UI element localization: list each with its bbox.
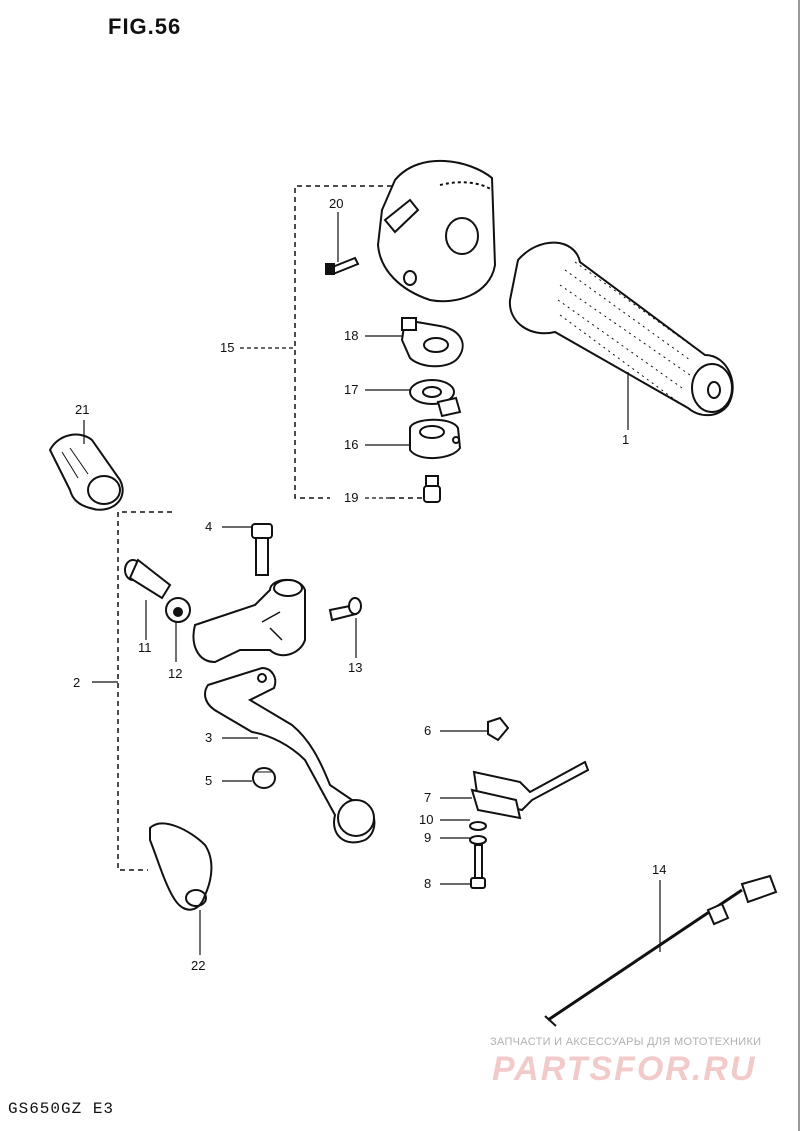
washer-part-10 (469, 821, 487, 831)
watermark-tagline: ЗАПЧАСТИ И АКСЕССУАРЫ ДЛЯ МОТОТЕХНИКИ (490, 1036, 762, 1048)
callout-21: 21 (75, 402, 90, 417)
callout-19: 19 (344, 490, 359, 505)
lever-cover-part-22 (149, 822, 213, 911)
callout-14: 14 (652, 862, 667, 877)
nut-part-12 (165, 597, 191, 623)
switch-housing-part (376, 159, 497, 303)
screw-part-19 (423, 475, 441, 503)
watermark-logo: PARTSFOR.RU (492, 1050, 757, 1088)
figure-title: FIG.56 (108, 14, 182, 39)
callout-20: 20 (329, 196, 344, 211)
clip-part-6 (487, 716, 510, 742)
part-18 (400, 317, 464, 368)
callout-4: 4 (205, 519, 213, 534)
washer-part-9 (469, 835, 487, 845)
callout-9: 9 (424, 830, 432, 845)
cable-part-14 (544, 874, 778, 1027)
screw-part-13 (328, 597, 362, 622)
callout-10: 10 (419, 812, 434, 827)
lever-holder-part-2 (192, 578, 306, 664)
switch-part-7 (470, 760, 590, 820)
callout-2: 2 (73, 675, 81, 690)
callout-3: 3 (205, 730, 213, 745)
callout-17: 17 (344, 382, 359, 397)
rubber-boot-part-21 (48, 433, 124, 511)
model-code: GS650GZ E3 (8, 1100, 115, 1118)
callout-22: 22 (191, 958, 206, 973)
screw-part-8 (470, 844, 486, 889)
callout-15: 15 (220, 340, 235, 355)
callout-8: 8 (424, 876, 432, 891)
frame-border (798, 0, 800, 1131)
clutch-lever-part-3 (204, 666, 376, 844)
callout-11: 11 (138, 640, 152, 655)
handlebar-grip-part-1 (508, 241, 734, 417)
bolt-part-4 (251, 523, 273, 576)
nut-part-5 (252, 767, 276, 789)
washer-part-17 (409, 379, 462, 418)
pivot-bolt-part-11 (124, 558, 172, 600)
callout-5: 5 (205, 773, 213, 788)
part-16 (409, 418, 462, 459)
screw-part-20 (325, 256, 360, 276)
callout-12: 12 (168, 666, 183, 681)
callout-7: 7 (424, 790, 432, 805)
callout-16: 16 (344, 437, 359, 452)
callout-6: 6 (424, 723, 432, 738)
callout-1: 1 (622, 432, 630, 447)
callout-13: 13 (348, 660, 363, 675)
callout-18: 18 (344, 328, 359, 343)
